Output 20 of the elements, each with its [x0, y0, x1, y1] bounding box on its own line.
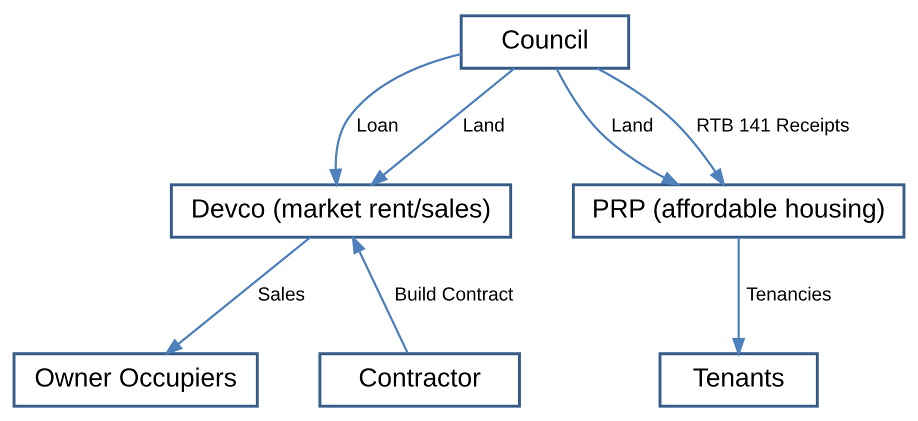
arrow [164, 236, 311, 356]
node-box: Tenants [658, 352, 819, 408]
edge-label: Build Contract [394, 284, 514, 305]
edge-label: Tenancies [746, 284, 832, 305]
arrow [329, 52, 462, 188]
node-box: Contractor [318, 352, 521, 408]
arrow [596, 66, 726, 187]
edge-label: Land [462, 114, 505, 136]
arrow [556, 68, 681, 186]
node-box: Council [460, 14, 630, 70]
edge-label: Sales [258, 284, 305, 305]
node-box: Devco (market rent/sales) [170, 182, 512, 238]
edge-label: Land [611, 114, 654, 136]
arrow [352, 234, 409, 354]
arrow [732, 237, 746, 356]
node-box: Owner Occupiers [12, 352, 259, 408]
arrow [369, 67, 516, 186]
edge-label: Loan [356, 114, 398, 136]
edge-label: RTB 141 Receipts [696, 114, 850, 136]
node-box: PRP (affordable housing) [572, 182, 906, 238]
